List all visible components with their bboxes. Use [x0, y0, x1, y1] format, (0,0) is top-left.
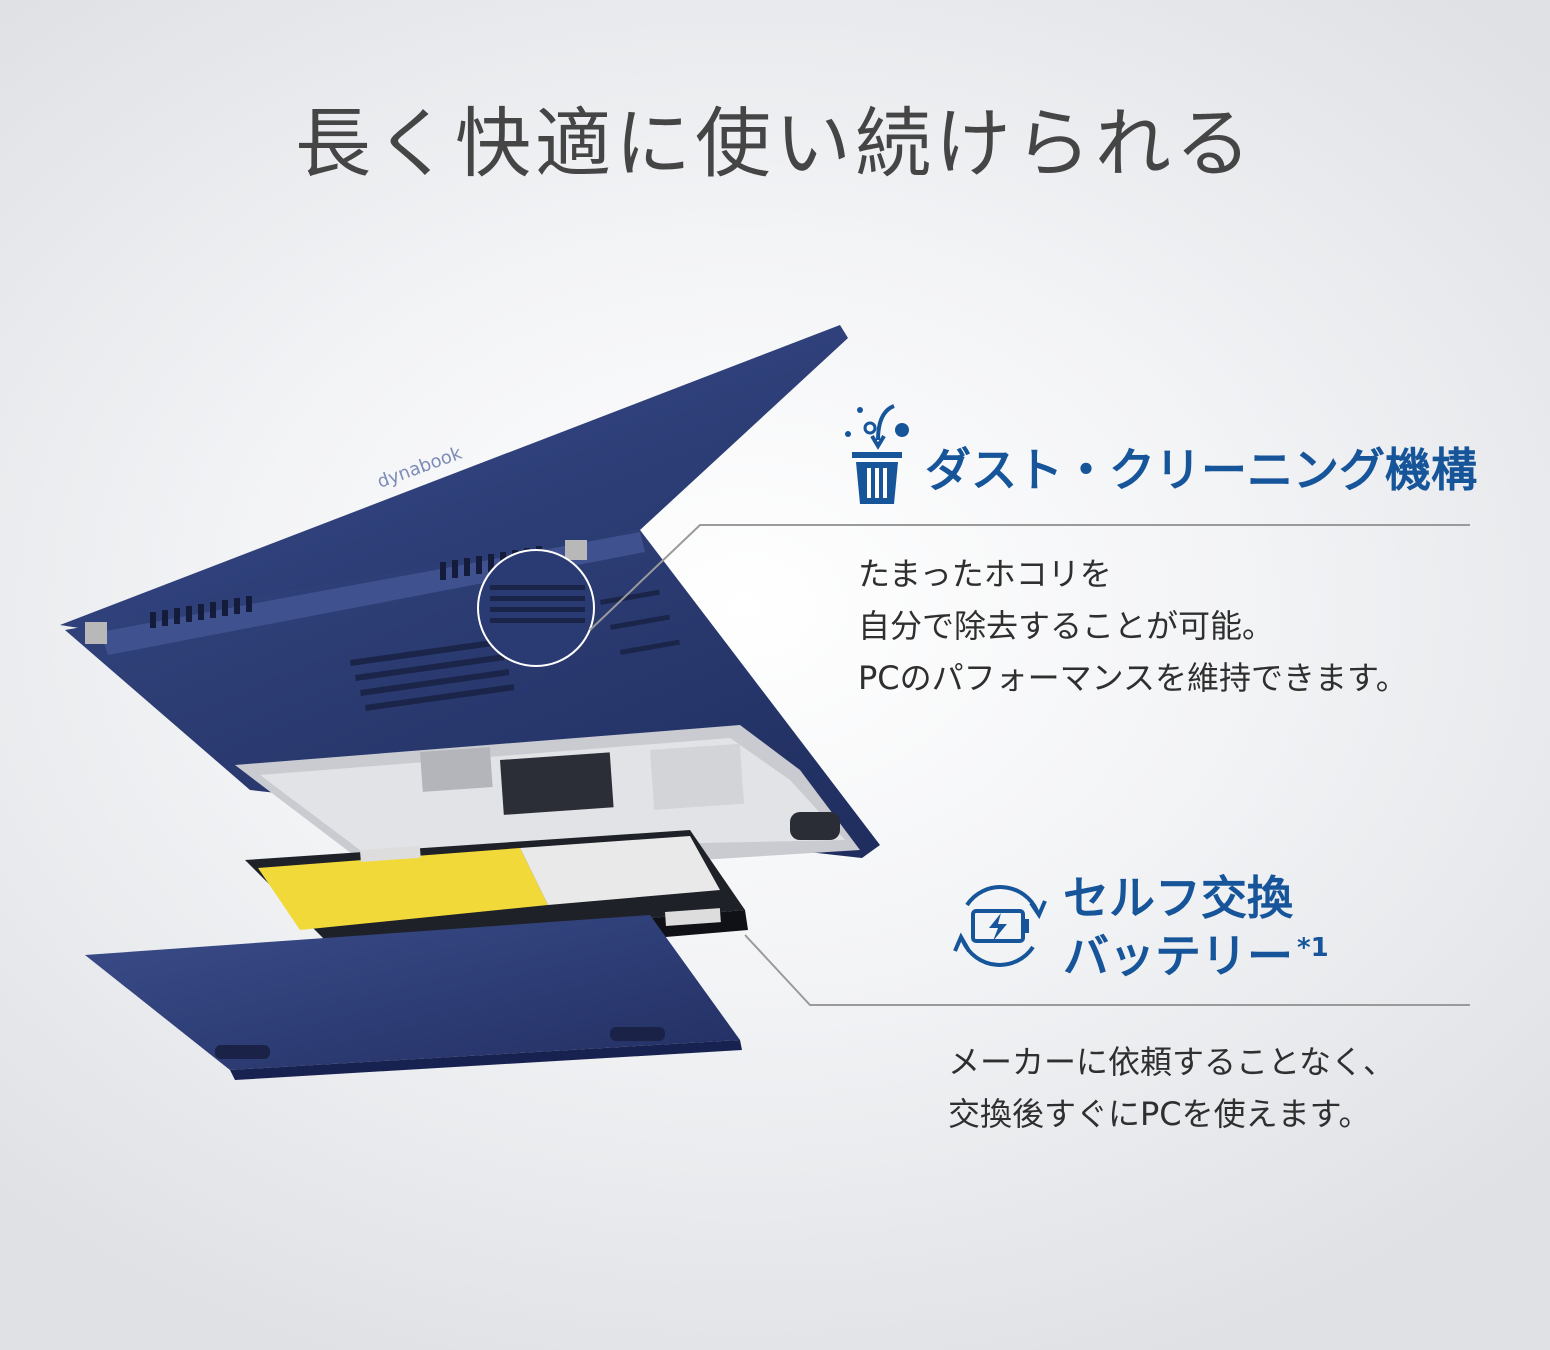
dust-callout-line [589, 524, 1470, 631]
battery-description: メーカーに依頼することなく、 交換後すぐにPCを使えます。 [948, 1043, 1396, 1133]
footnote-marker: *1 [1297, 932, 1329, 963]
battery-callout-line [744, 934, 1470, 1006]
bottom-cover [85, 915, 742, 1080]
dust-bin-icon [845, 404, 909, 504]
page-title: 長く快適に使い続けられる [295, 99, 1255, 188]
battery-swap-icon [953, 885, 1047, 967]
dust-cleaning-title: ダスト・クリーニング機構 [925, 443, 1477, 497]
battery-title: セルフ交換 バッテリー*1 [1063, 871, 1329, 983]
dust-cleaning-description: たまったホコリを 自分で除去することが可能。 PCのパフォーマンスを維持できます… [858, 555, 1408, 697]
